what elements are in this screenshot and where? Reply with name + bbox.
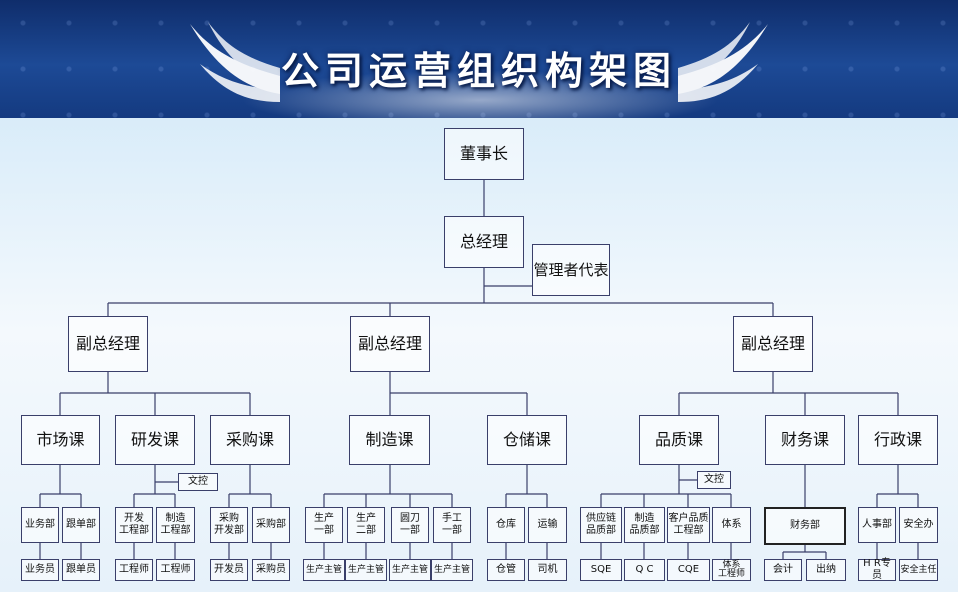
role-safety-officer: 安全主任 — [899, 559, 938, 581]
dept-production-2: 生产 二部 — [347, 507, 385, 543]
role-sales-staff: 业务员 — [21, 559, 59, 581]
doc-control-quality: 文控 — [697, 471, 731, 489]
section-admin: 行政课 — [858, 415, 938, 465]
right-wing-icon — [678, 22, 768, 102]
doc-control-rd: 文控 — [178, 473, 218, 491]
section-finance: 财务课 — [765, 415, 845, 465]
role-cashier: 出纳 — [806, 559, 846, 581]
role-accountant: 会计 — [764, 559, 802, 581]
dept-transport: 运输 — [528, 507, 567, 543]
section-storage: 仓储课 — [487, 415, 567, 465]
dept-knife-1: 圆刀 一部 — [391, 507, 429, 543]
role-developer: 开发员 — [210, 559, 248, 581]
role-warehouse-keeper: 仓管 — [487, 559, 525, 581]
dept-hr: 人事部 — [858, 507, 896, 543]
role-production-manager-2: 生产主管 — [345, 559, 387, 581]
dept-purchase-dev: 采购 开发部 — [210, 507, 248, 543]
dept-finance: 财务部 — [764, 507, 846, 545]
dept-supply-quality: 供应链 品质部 — [580, 507, 622, 543]
role-engineer-2: 工程师 — [156, 559, 195, 581]
vp-right-box: 副总经理 — [733, 316, 813, 372]
role-qc: Q C — [624, 559, 665, 581]
dept-purchase: 采购部 — [252, 507, 290, 543]
section-purchase: 采购课 — [210, 415, 290, 465]
left-wing-icon — [190, 22, 280, 102]
role-buyer: 采购员 — [252, 559, 290, 581]
dept-production-1: 生产 一部 — [305, 507, 343, 543]
vp-middle-box: 副总经理 — [350, 316, 430, 372]
role-driver: 司机 — [528, 559, 567, 581]
general-manager-box: 总经理 — [444, 216, 524, 268]
section-quality: 品质课 — [639, 415, 719, 465]
role-sqe: SQE — [580, 559, 622, 581]
dept-system: 体系 — [712, 507, 751, 543]
dept-warehouse: 仓库 — [487, 507, 525, 543]
page-title: 公司运营组织构架图 — [280, 49, 677, 93]
role-production-manager-4: 生产主管 — [431, 559, 473, 581]
dept-mfg-engineering: 制造 工程部 — [156, 507, 195, 543]
role-production-manager-3: 生产主管 — [389, 559, 431, 581]
role-hr-specialist: H R专员 — [858, 558, 896, 581]
dept-customer-quality: 客户品质 工程部 — [667, 507, 710, 543]
role-engineer-1: 工程师 — [115, 559, 153, 581]
dept-manual-1: 手工 一部 — [433, 507, 471, 543]
chairman-box: 董事长 — [444, 128, 524, 180]
section-manufacture: 制造课 — [349, 415, 430, 465]
banner-glow — [240, 70, 720, 118]
role-order-staff: 跟单员 — [62, 559, 100, 581]
dept-dev-engineering: 开发 工程部 — [115, 507, 153, 543]
dept-safety: 安全办 — [899, 507, 938, 543]
role-system-engineer: 体系 工程师 — [712, 559, 751, 581]
management-representative-box: 管理者代表 — [532, 244, 610, 296]
role-production-manager-1: 生产主管 — [303, 559, 345, 581]
role-cqe: CQE — [667, 559, 710, 581]
section-rd: 研发课 — [115, 415, 195, 465]
dept-mfg-quality: 制造 品质部 — [624, 507, 665, 543]
vp-left-box: 副总经理 — [68, 316, 148, 372]
title-banner: 公司运营组织构架图 — [0, 0, 958, 118]
dept-sales: 业务部 — [21, 507, 59, 543]
dept-order: 跟单部 — [62, 507, 100, 543]
section-market: 市场课 — [21, 415, 100, 465]
